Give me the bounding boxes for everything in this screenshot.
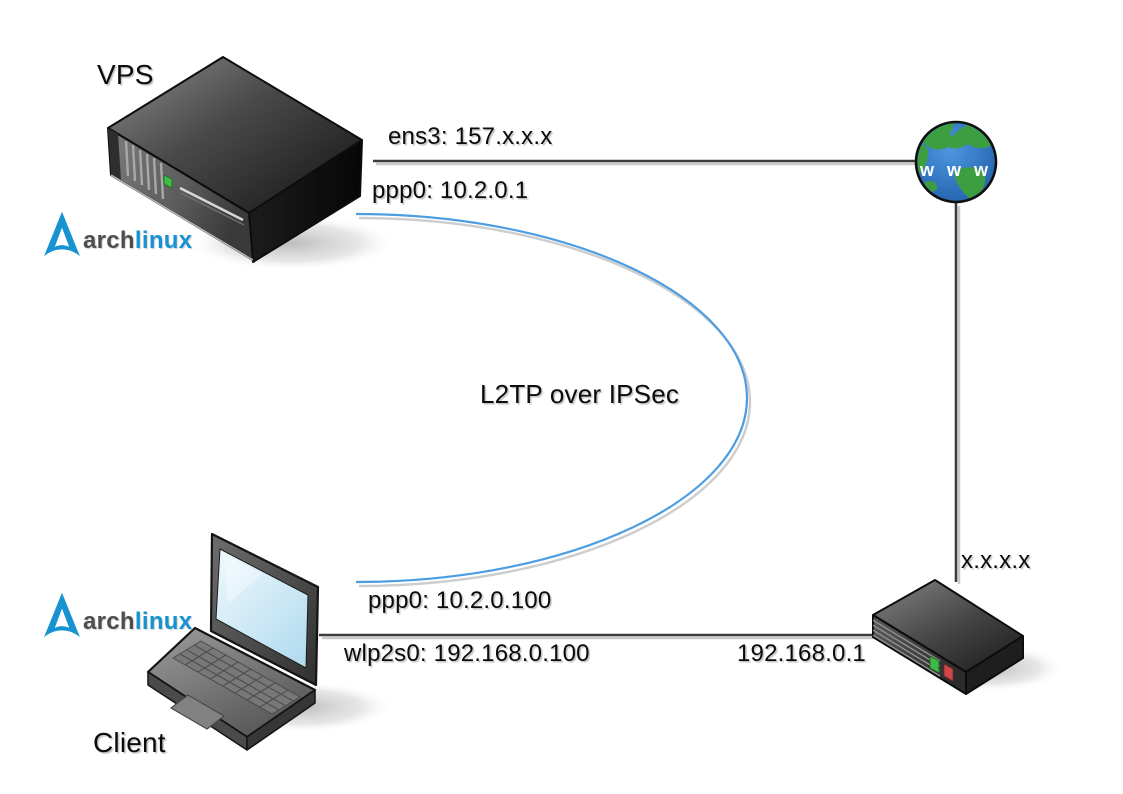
vps-base-highlight xyxy=(110,174,254,261)
client-lan-if-label: wlp2s0: 192.168.0.100 xyxy=(344,640,590,667)
laptop-screen xyxy=(215,548,309,669)
internet-globe-icon: w w w xyxy=(914,120,998,204)
laptop-key-grid xyxy=(179,644,294,711)
laptop-screen-glare xyxy=(224,554,262,604)
router-icon xyxy=(872,579,1024,695)
tunnel-curve-path xyxy=(355,212,749,584)
laptop-base-side xyxy=(246,689,316,751)
linux-word: linux xyxy=(134,608,193,635)
router-status-led-red xyxy=(943,663,954,682)
vps-disc-slot-shade xyxy=(180,192,245,226)
archlinux-triangle-icon xyxy=(44,592,80,638)
archlinux-triangle-icon xyxy=(44,211,80,257)
router-status-led-green xyxy=(929,655,940,674)
client-label: Client xyxy=(93,727,166,758)
archlinux-logo-client: archlinux xyxy=(44,592,192,638)
router-lan-ip-label: 192.168.0.1 xyxy=(737,640,866,667)
client-tunnel-if-label: ppp0: 10.2.0.100 xyxy=(368,587,552,614)
tunnel-curve xyxy=(355,212,752,588)
tunnel-label: L2TP over IPSec xyxy=(480,379,680,409)
router-side-face xyxy=(965,635,1024,695)
vps-server-icon xyxy=(107,56,363,263)
laptop-touchpad xyxy=(170,694,225,730)
vps-wan-if-label: ens3: 157.x.x.x xyxy=(388,123,553,150)
vps-vent-slots xyxy=(124,140,165,200)
router-vent-lines xyxy=(873,618,941,677)
tunnel-curve-shadow xyxy=(358,216,752,588)
globe-www-text: w w w xyxy=(919,160,992,180)
vps-label: VPS xyxy=(97,59,154,90)
linux-word: linux xyxy=(134,227,193,254)
vps-power-led xyxy=(163,174,173,189)
archlinux-wordmark: archlinux xyxy=(83,229,192,253)
router-wan-ip-label: x.x.x.x xyxy=(961,547,1031,574)
arch-word: arch xyxy=(83,227,135,254)
vps-disc-slot xyxy=(179,186,244,222)
arch-word: arch xyxy=(83,608,135,635)
client-laptop-icon xyxy=(146,532,320,751)
vps-tunnel-if-label: ppp0: 10.2.0.1 xyxy=(372,177,529,204)
vps-front-cap xyxy=(108,128,121,180)
archlinux-logo-vps: archlinux xyxy=(44,211,192,257)
connection-lines xyxy=(319,159,961,640)
archlinux-wordmark: archlinux xyxy=(83,610,192,634)
